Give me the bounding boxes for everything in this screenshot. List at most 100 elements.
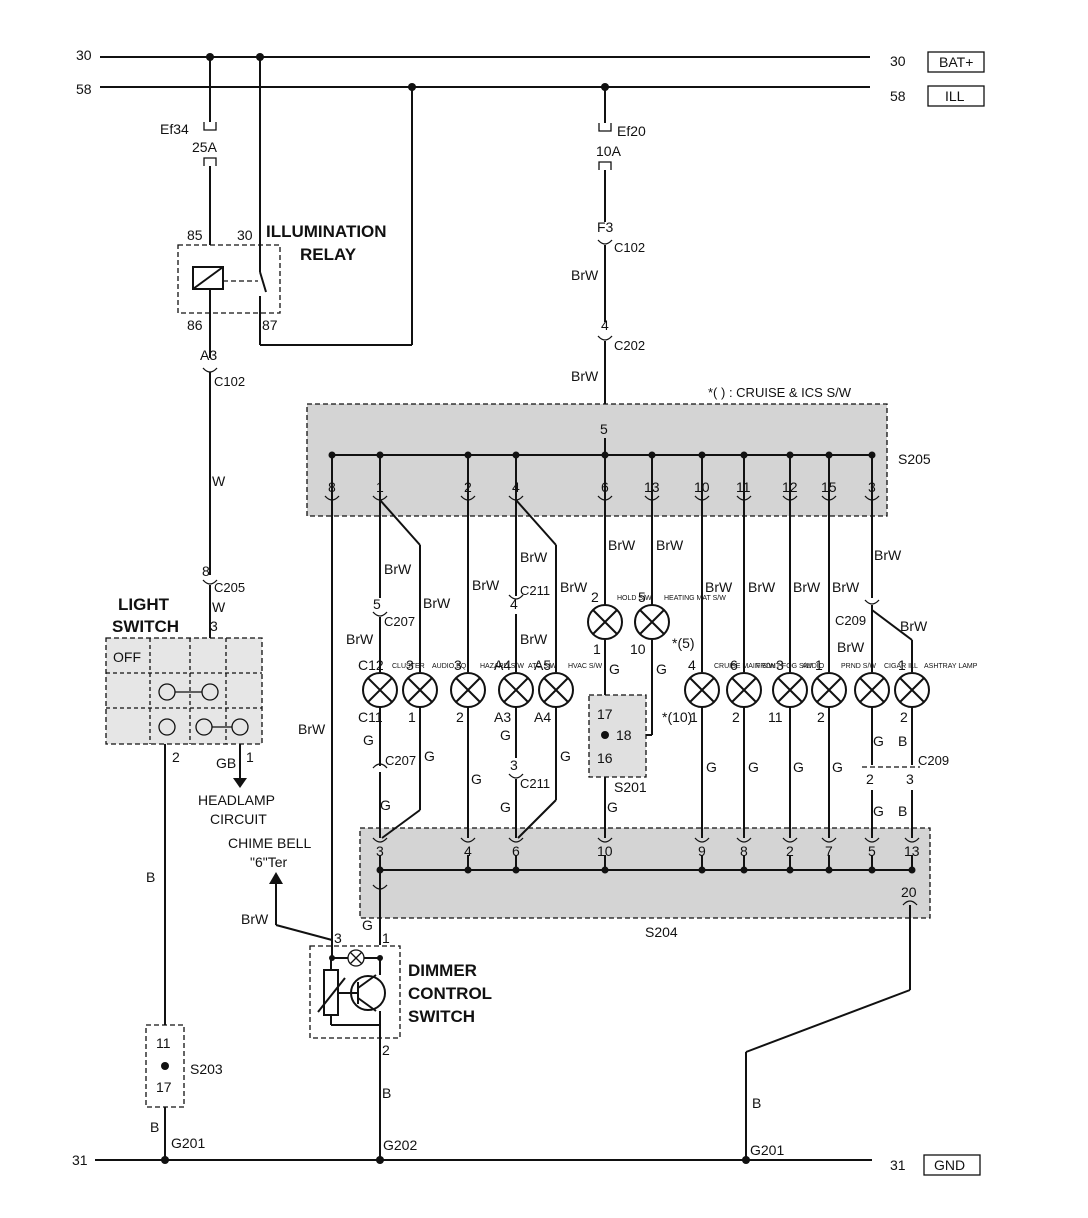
- s203-label: S203: [190, 1061, 223, 1077]
- lamp-hazard-s-w: HAZARD S/W 3 2: [450, 657, 524, 725]
- wire-brw-chime: BrW: [241, 911, 269, 927]
- relay-pin87: 87: [262, 317, 278, 333]
- c209-bot-label: C209: [918, 753, 949, 768]
- wire-brw-hold: BrW: [608, 537, 636, 553]
- rail-30: 30 30 BAT+: [76, 47, 985, 73]
- ls-pin2: 2: [172, 749, 180, 765]
- rail-58-left-label: 58: [76, 81, 92, 97]
- s205-pin-8: 8: [328, 479, 336, 495]
- s205-in-pin: 5: [600, 421, 608, 437]
- s203: 11 17 S203 B G201: [145, 1024, 223, 1164]
- lamp-bottom-pin: 2: [456, 709, 464, 725]
- lamp-name: AUDIO EQ: [432, 663, 467, 670]
- illumination-relay: 85 30 86 87 ILLUMINATION RELAY: [177, 222, 387, 345]
- wire-g-cluster: G: [363, 732, 374, 748]
- lamp-top-pin: A5: [534, 657, 551, 673]
- c202-pin: 4: [601, 317, 609, 333]
- lamp-bottom-pin: 1: [690, 709, 698, 725]
- wire-brw-cigar: BrW: [837, 639, 865, 655]
- rail-30-right-label: 30: [890, 53, 906, 69]
- lamp-name: AUDIO: [802, 663, 825, 670]
- lamp-top-pin: 3: [406, 657, 414, 673]
- s204-label: S204: [645, 924, 678, 940]
- lamp-bottom-pin: 2: [817, 709, 825, 725]
- lamp-branches: BrW BrW 5 C207 BrW BrW G C207 G G BrW G …: [298, 499, 949, 958]
- wire-brw-2: BrW: [571, 368, 599, 384]
- wire-g-s201: G: [607, 799, 618, 815]
- lamp-name: CRUISE MAIN S/W: [714, 663, 775, 670]
- wire-brw-audioeq: BrW: [423, 595, 451, 611]
- rail-30-left-label: 30: [76, 47, 92, 63]
- wire-brw-ashtray: BrW: [900, 618, 928, 634]
- lamp-cigar-ill: CIGAR ILL: [854, 663, 918, 708]
- g201-right: G201: [750, 1142, 784, 1158]
- wire-g-atc: G: [500, 727, 511, 743]
- c207-bot-label: C207: [385, 753, 416, 768]
- wire-g-dimmer: G: [362, 917, 373, 933]
- lamp-name: HEATING MAT S/W: [664, 595, 726, 602]
- wire-g-cruise: G: [706, 759, 717, 775]
- lamp-top-pin: 2: [591, 589, 599, 605]
- s204-pin-2: 2: [786, 843, 794, 859]
- s205-pin-11: 11: [736, 479, 751, 495]
- wire-g-prnd: G: [832, 759, 843, 775]
- dimmer-control-switch: G 3 1 2 B G202 DIMMER CONTROL SWITCH BrW…: [228, 835, 492, 1164]
- relay-title-2: RELAY: [300, 245, 357, 264]
- gnd-label: GND: [934, 1157, 965, 1173]
- wire-brw-cluster: BrW: [346, 631, 374, 647]
- wire-w-1: W: [212, 473, 226, 489]
- wire-brw-fog: BrW: [748, 579, 776, 595]
- wire-g-c211: G: [500, 799, 511, 815]
- lamp-name: HAZARD S/W: [480, 663, 524, 670]
- w-wire: A3 C102 W 8 C205 W 3: [200, 345, 245, 640]
- chime-line2: "6"Ter: [250, 854, 288, 870]
- wire-b-dimmer: B: [382, 1085, 391, 1101]
- lamp-top-pin: 5: [638, 589, 646, 605]
- rail-31-right-label: 31: [890, 1157, 906, 1173]
- lamp-name: PRND S/W: [841, 663, 876, 670]
- lamp-prnd-s-w: PRND S/W 1 2: [811, 657, 876, 725]
- wire-g-hvac: G: [560, 748, 571, 764]
- headlamp-line2: CIRCUIT: [210, 811, 267, 827]
- f3-pin: F3: [597, 219, 614, 235]
- relay-title-1: ILLUMINATION: [266, 222, 387, 241]
- lamp-name: CIGAR ILL: [884, 663, 918, 670]
- lamp-top-pin: 3: [454, 657, 462, 673]
- bat-box: [927, 51, 985, 73]
- lamp-front-fog-s-w: FRONT FOG S/W62: [726, 657, 813, 725]
- a3-pin: A3: [200, 347, 217, 363]
- wire-g-audioeq: G: [424, 748, 435, 764]
- c211-top-label: C211: [520, 583, 550, 598]
- s205-pin-12: 12: [782, 479, 798, 495]
- c102-a-label: C102: [614, 240, 645, 255]
- lamp-top-pin: C12: [358, 657, 384, 673]
- lamp-name: HVAC S/W: [568, 663, 602, 670]
- wire-w-2: W: [212, 599, 226, 615]
- rail-31: 31 31 GND: [72, 1152, 981, 1176]
- ef34-branch: Ef34 25A: [160, 53, 416, 346]
- c205-pin: 8: [202, 563, 210, 579]
- g202-label: G202: [383, 1137, 417, 1153]
- c209-top-label: C209: [835, 613, 866, 628]
- lamp-bottom-pin: C11: [358, 709, 383, 725]
- lamp-top-pin: 3: [776, 657, 784, 673]
- c211-bot-label: C211: [520, 776, 550, 791]
- s204-pin-6: 6: [512, 843, 520, 859]
- ef20-branch: Ef20 10A F3 C102 BrW 4 C202 BrW: [571, 83, 646, 420]
- relay-pin85: 85: [187, 227, 203, 243]
- c211-pin3: 3: [510, 757, 518, 773]
- wire-brw-hazard: BrW: [472, 577, 500, 593]
- lamp-top-pin: 1: [815, 657, 823, 673]
- dimmer-title-2: CONTROL: [408, 984, 492, 1003]
- c102-b-label: C102: [214, 374, 245, 389]
- c209-pin2: 2: [866, 771, 874, 787]
- lamp-top-pin: A4: [494, 657, 511, 673]
- wire-g-c207: G: [380, 797, 391, 813]
